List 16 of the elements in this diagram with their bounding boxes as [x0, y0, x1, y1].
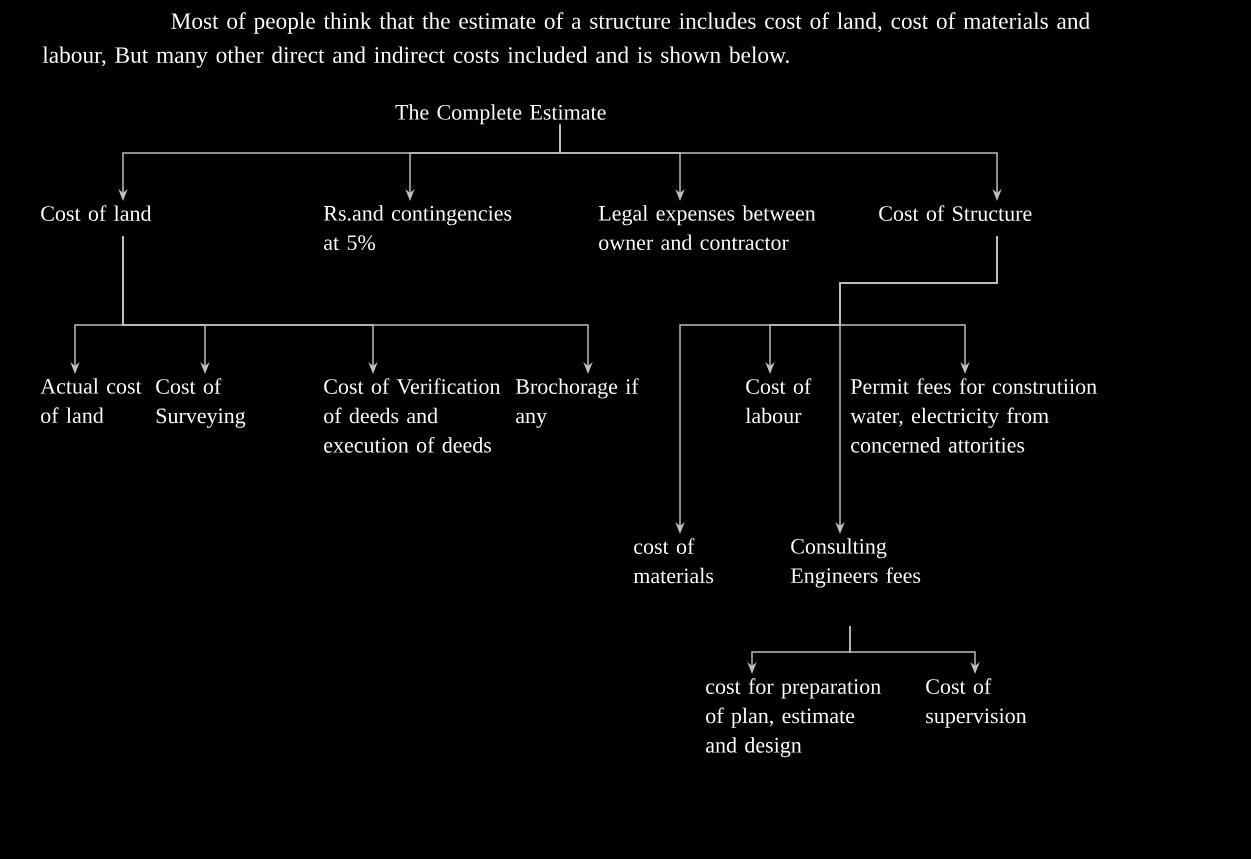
node-label: Brochorage if any: [515, 378, 639, 428]
node-label: Cost of supervision: [926, 678, 1027, 728]
node-label: Cost of Verification of deeds and execution of deeds: [324, 378, 501, 453]
node-label: Legal expenses between owner and contractor: [598, 205, 816, 251]
node-label: Cost of Structure: [879, 205, 1032, 221]
intro-paragraph: Most of people think that the estimate of a structure includes cost of land, cost of materials and labour, But many other direct and indirect costs included and is shown below.: [42, 12, 1090, 68]
node-label: Actual cost of land: [40, 378, 142, 424]
node-label: Cost of land: [41, 205, 152, 221]
node-label: Rs.and contingencies at 5%: [323, 205, 512, 251]
node-label: Cost of labour: [745, 378, 812, 424]
title: The Complete Estimate: [395, 104, 606, 125]
node-label: Consulting Engineers fees: [790, 538, 921, 588]
node-label: Permit fees for construtiion water, electricity from concerned attorities: [850, 378, 1097, 453]
node-label: cost for preparation of plan, estimate and design: [706, 678, 881, 758]
node-label: cost of materials: [633, 538, 714, 584]
node-label: Cost of Surveying: [156, 378, 246, 428]
